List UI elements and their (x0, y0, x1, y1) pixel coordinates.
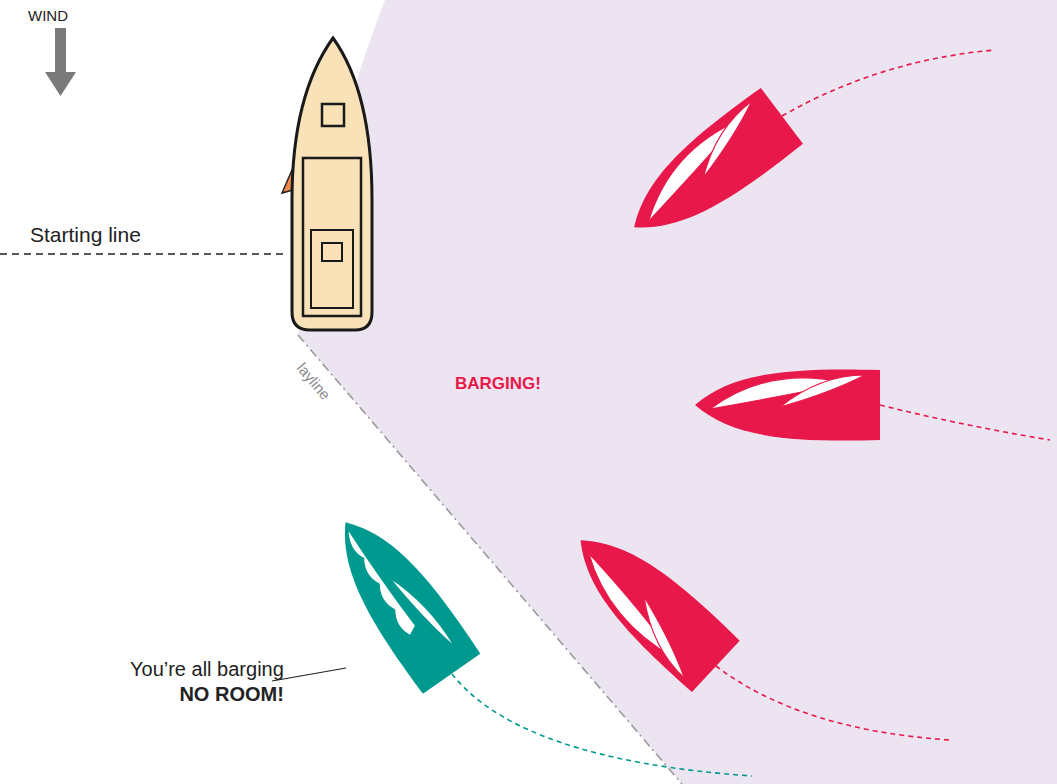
sail (389, 569, 456, 655)
hatch (322, 243, 342, 261)
boat-track (452, 674, 752, 776)
red-boat (613, 87, 804, 255)
cabin (303, 158, 361, 316)
sail (780, 375, 865, 407)
luffing-sail (337, 529, 419, 638)
cockpit (311, 230, 353, 308)
hull (613, 87, 804, 255)
teal-boat (316, 502, 480, 694)
boat-track (716, 666, 950, 740)
hull (695, 369, 880, 440)
sail (630, 115, 757, 221)
callout-text: You’re all barging (130, 658, 284, 680)
hull (556, 514, 740, 692)
red-boat (695, 369, 880, 440)
zone-label: BARGING! (455, 375, 541, 394)
boat-track (880, 405, 1050, 440)
starting-line (0, 253, 288, 255)
line-label: Starting line (30, 223, 141, 246)
hull (316, 502, 480, 694)
boat-track (782, 50, 995, 116)
barging-zone (298, 0, 1057, 784)
wind-arrow (45, 28, 76, 96)
callout-text: NO ROOM! (179, 683, 283, 705)
cabin-window (322, 104, 344, 126)
committee-hull (292, 38, 372, 330)
wind-label: WIND (28, 8, 68, 25)
sail (622, 597, 706, 678)
committee-boat (282, 38, 372, 330)
sail (684, 101, 771, 178)
red-boat (556, 514, 740, 692)
